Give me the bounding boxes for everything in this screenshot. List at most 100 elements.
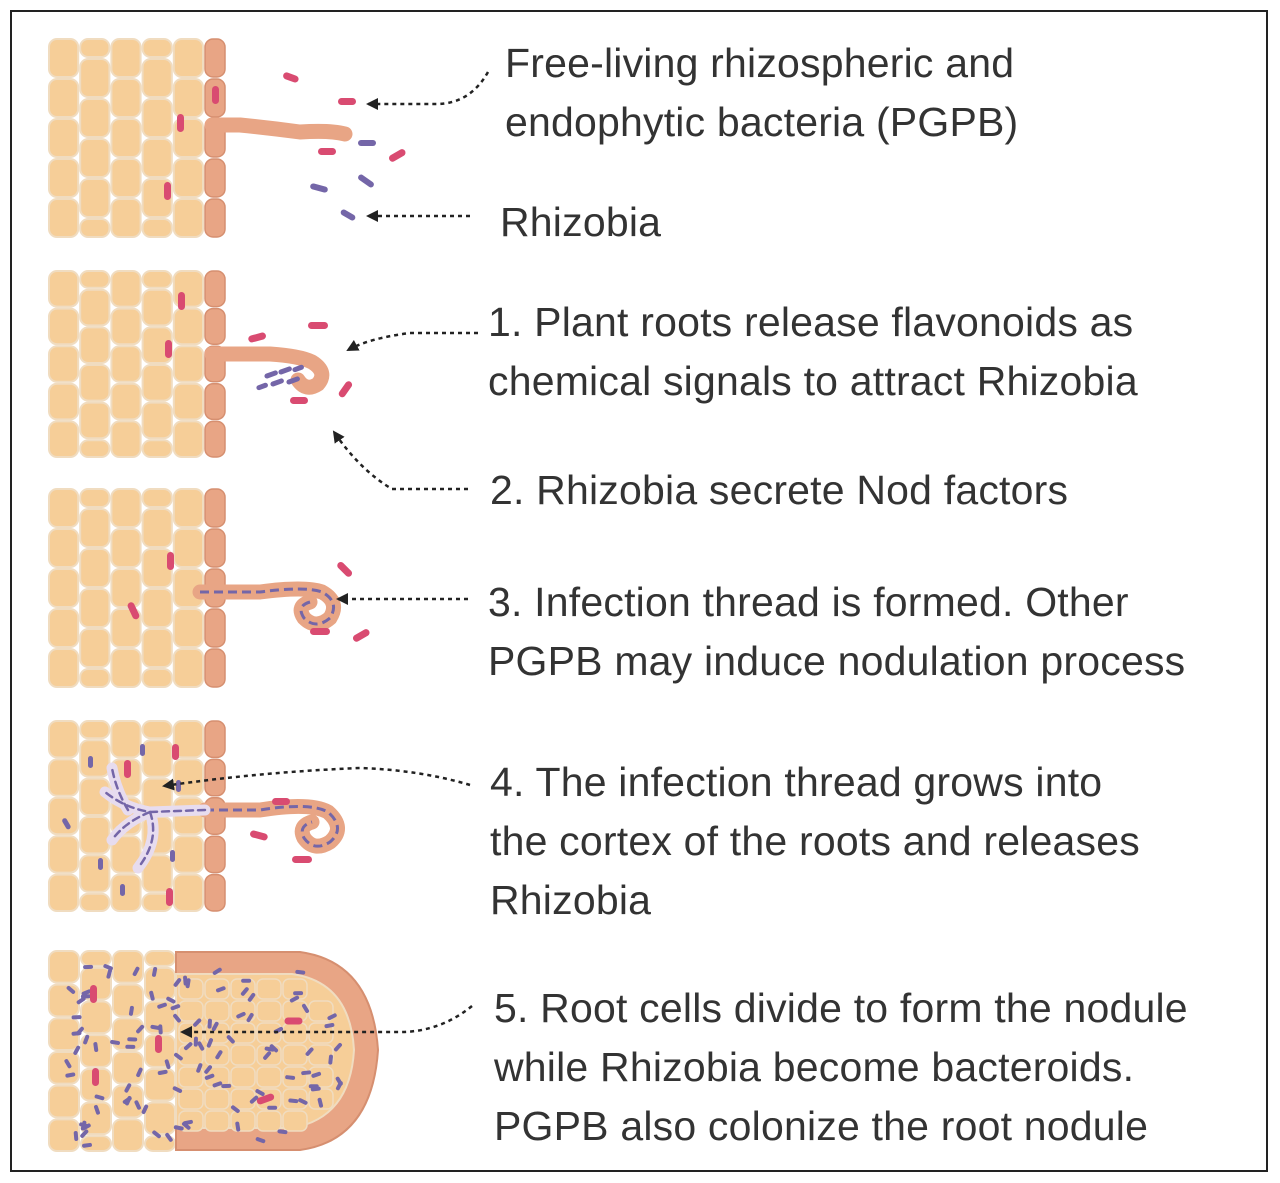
bacteroid xyxy=(298,1098,308,1105)
bacteroid xyxy=(277,1129,288,1135)
root-cell xyxy=(79,816,111,855)
bacteroid xyxy=(76,996,86,1005)
bacteroid xyxy=(221,1083,232,1089)
pgpb-bacterium xyxy=(172,744,179,760)
bacteroid xyxy=(173,1013,181,1023)
bacteroid xyxy=(128,1005,134,1016)
root-cell xyxy=(141,720,173,740)
root-cell xyxy=(79,326,111,364)
pgpb-bacterium xyxy=(165,340,172,358)
root-cell xyxy=(48,270,80,308)
rhizobium xyxy=(278,366,292,375)
pgpb-bacterium xyxy=(124,760,131,778)
root-cell xyxy=(141,98,173,138)
root-cell xyxy=(48,345,80,383)
arrow-step1 xyxy=(346,331,478,352)
pgpb-bacterium xyxy=(338,98,356,105)
pgpb-bacterium xyxy=(164,182,171,200)
root-cell xyxy=(172,307,205,346)
root-cell xyxy=(172,38,205,78)
bacteroid xyxy=(170,1004,181,1011)
bacteroid xyxy=(241,978,252,983)
root-cell xyxy=(79,364,111,402)
root-tissue xyxy=(48,38,226,238)
nodule-cell xyxy=(178,978,204,1000)
epidermis-cell xyxy=(204,38,226,78)
bacteroid xyxy=(94,1094,105,1101)
pgpb-bacterium xyxy=(388,149,406,162)
root-cell xyxy=(79,588,111,628)
bacteroid xyxy=(264,1046,275,1052)
root-cell xyxy=(79,628,111,668)
bacteroid xyxy=(81,1123,91,1131)
root-cell xyxy=(79,508,111,548)
bacteroid xyxy=(235,1121,241,1132)
nodule-cell xyxy=(230,1066,256,1088)
nodule-cell xyxy=(256,1110,282,1132)
root-cell xyxy=(79,488,111,508)
released-rhizobia xyxy=(62,744,181,896)
root-cell xyxy=(48,950,80,984)
bacteroid xyxy=(327,1013,337,1021)
root-cell xyxy=(79,668,111,688)
nodule-cell xyxy=(204,1088,230,1110)
label-step1: 1. Plant roots release flavonoids as che… xyxy=(488,299,1138,404)
rhizobium xyxy=(140,744,145,756)
root-cell xyxy=(112,1118,144,1153)
bacteroid xyxy=(249,1095,259,1104)
root-cell xyxy=(144,966,176,1001)
root-cell xyxy=(141,628,173,668)
bacteroid xyxy=(174,1052,183,1061)
root-cell xyxy=(110,720,142,759)
root-cell xyxy=(48,307,80,346)
nodule-cell xyxy=(178,1088,204,1110)
arrow-step4 xyxy=(162,766,471,791)
root-cell xyxy=(80,950,112,967)
root-cell xyxy=(79,401,111,440)
root-cell xyxy=(110,420,142,458)
epidermis-cell xyxy=(204,270,226,308)
root-cell xyxy=(110,198,142,238)
nodule-cell xyxy=(204,1000,230,1022)
bacteroid xyxy=(204,1073,215,1080)
bacteroid xyxy=(66,985,76,994)
bacteria-rhizobia xyxy=(256,364,304,391)
root-cell xyxy=(110,568,142,608)
root-cell xyxy=(141,508,173,548)
bacteroid xyxy=(83,964,94,970)
bacteroid xyxy=(333,1042,342,1052)
pgpb-bacterium xyxy=(167,552,174,570)
pgpb-bacterium xyxy=(250,830,268,841)
root-cell xyxy=(172,382,205,421)
bacteroid xyxy=(157,1002,167,1009)
root-cell xyxy=(79,854,111,893)
thread-in-hair xyxy=(205,804,339,848)
pgpb-bacterium xyxy=(90,985,97,1003)
root-cell xyxy=(141,488,173,508)
pgpb-bacterium xyxy=(310,628,330,635)
root-cell xyxy=(110,345,142,383)
nodule-cell xyxy=(256,978,282,1000)
bacteroid xyxy=(132,966,140,977)
bacteria-pgpb xyxy=(164,72,406,200)
rhizobium xyxy=(98,858,103,870)
rhizobium xyxy=(176,780,181,792)
root-cell xyxy=(112,1051,144,1085)
bacteroid xyxy=(71,1031,82,1036)
root-cell xyxy=(48,1051,80,1085)
nodule-cell xyxy=(230,1088,256,1110)
root-cell xyxy=(110,648,142,688)
bacteroid xyxy=(317,1097,324,1108)
pgpb-bacterium xyxy=(178,292,185,310)
root-cell xyxy=(110,158,142,198)
bacteroid xyxy=(247,992,256,1002)
pgpb-bacterium xyxy=(256,1093,275,1105)
pgpb-bacterium xyxy=(92,1068,99,1086)
arrow-pgpb xyxy=(366,71,490,110)
rhizobium xyxy=(120,884,125,896)
root-cell xyxy=(172,528,205,568)
root-cell xyxy=(48,983,80,1018)
nodule-cell xyxy=(178,1022,204,1044)
pgpb-bacterium xyxy=(284,1017,303,1025)
